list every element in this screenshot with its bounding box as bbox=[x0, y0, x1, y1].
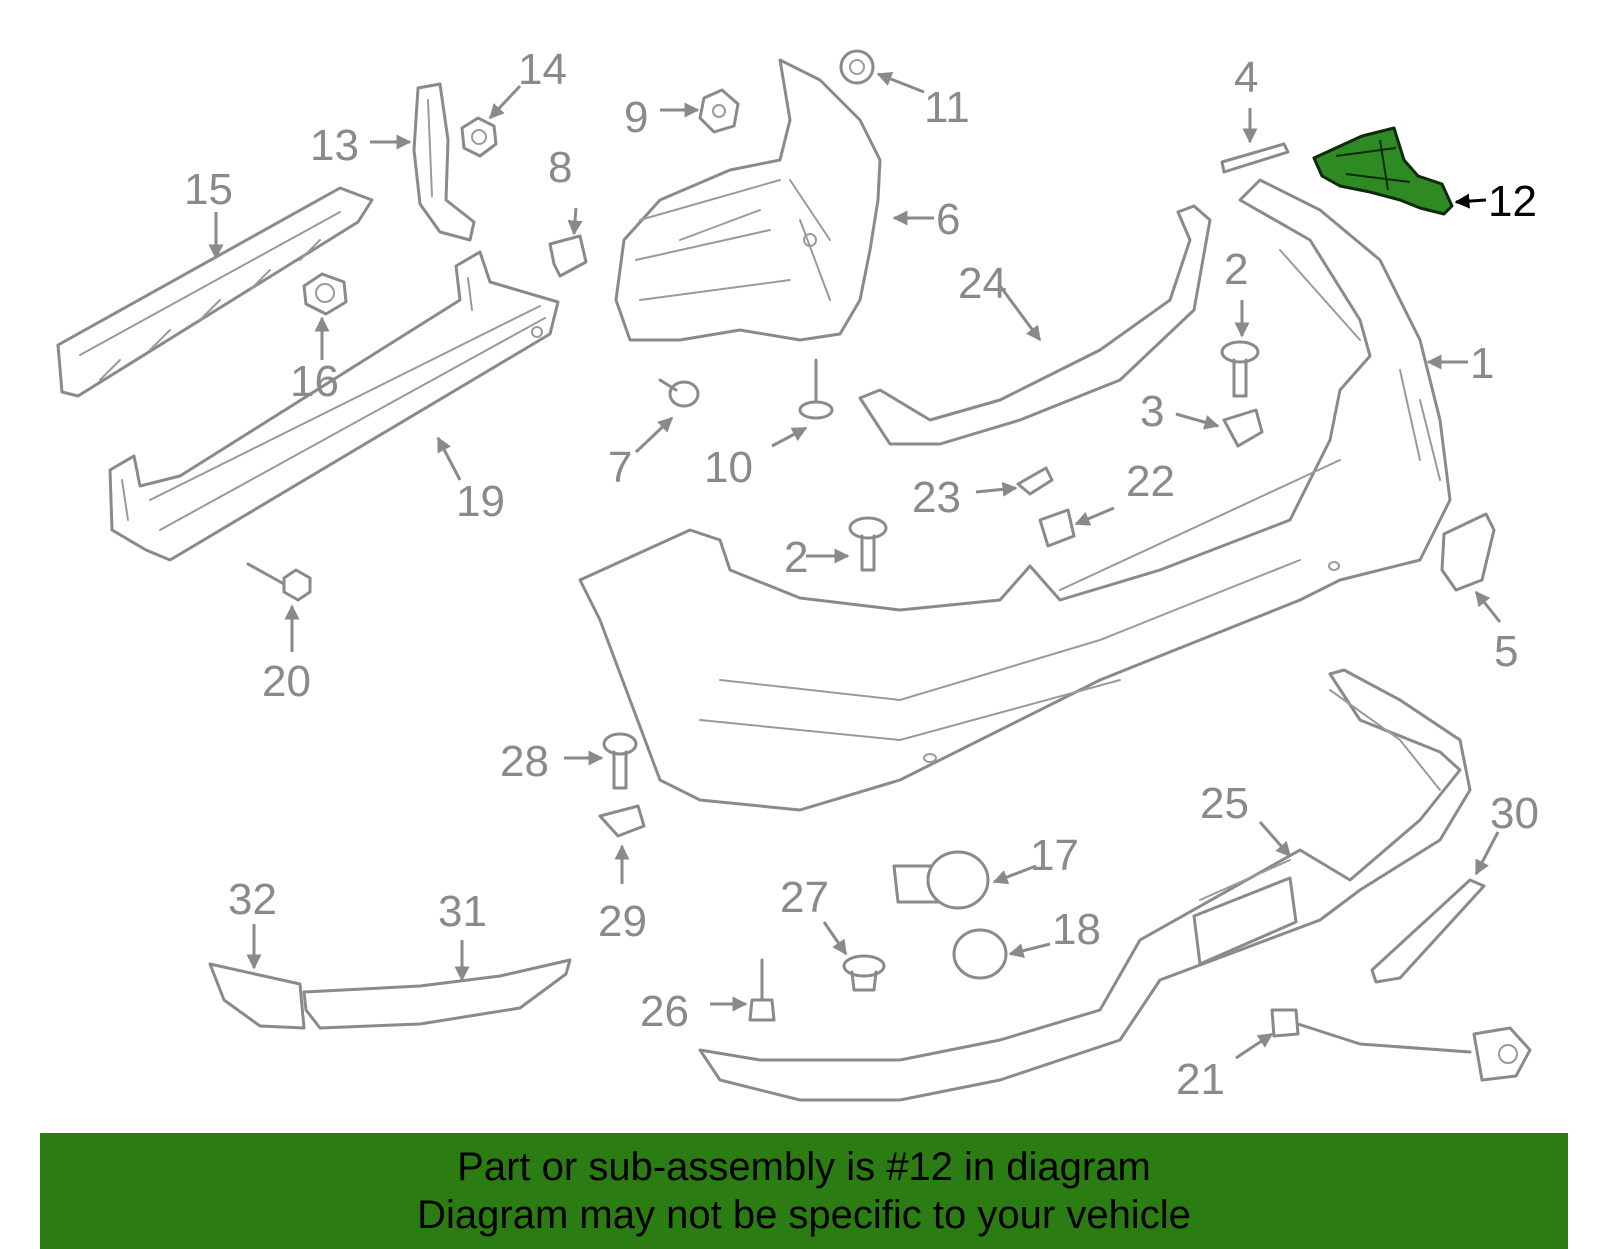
callout-20: 20 bbox=[262, 657, 311, 706]
part-17-sensor bbox=[892, 850, 990, 910]
callout-17: 17 bbox=[1030, 831, 1079, 880]
callout-2-lower: 2 bbox=[784, 533, 808, 582]
banner-line-disclaimer: Diagram may not be specific to your vehi… bbox=[417, 1193, 1191, 1237]
part-21-harness bbox=[1270, 1008, 1532, 1082]
part-2-screw-upper bbox=[1220, 340, 1260, 398]
callout-11: 11 bbox=[924, 83, 970, 132]
callout-15: 15 bbox=[184, 165, 233, 214]
callout-25: 25 bbox=[1200, 779, 1249, 828]
callout-4: 4 bbox=[1234, 53, 1258, 102]
part-23-clip bbox=[1016, 466, 1054, 496]
info-banner: Part or sub-assembly is #12 in diagram D… bbox=[40, 1133, 1568, 1249]
part-12-bracket-highlight bbox=[1312, 126, 1454, 216]
part-15-absorber bbox=[56, 186, 374, 398]
part-6-liner bbox=[614, 58, 882, 342]
callout-24: 24 bbox=[958, 259, 1007, 308]
callout-3: 3 bbox=[1140, 387, 1164, 436]
leader-lines bbox=[208, 71, 1502, 1060]
part-31-trim bbox=[302, 958, 572, 1030]
part-7-pin bbox=[658, 378, 700, 408]
part-30-trim bbox=[1370, 878, 1486, 984]
part-28-screw bbox=[602, 732, 638, 790]
part-5-reflector bbox=[1440, 512, 1496, 592]
part-13-bracket bbox=[412, 82, 476, 242]
callout-19: 19 bbox=[456, 477, 505, 526]
callout-9: 9 bbox=[624, 93, 648, 142]
callout-23: 23 bbox=[912, 473, 961, 522]
part-11-nut bbox=[839, 49, 875, 85]
callout-30: 30 bbox=[1490, 789, 1539, 838]
part-9-grommet bbox=[698, 88, 740, 134]
callout-29: 29 bbox=[598, 897, 647, 946]
callout-18: 18 bbox=[1052, 905, 1101, 954]
part-20-bolt bbox=[246, 562, 312, 602]
part-22-clip bbox=[1038, 508, 1076, 548]
part-2-screw-lower bbox=[848, 516, 888, 572]
callout-13: 13 bbox=[310, 121, 359, 170]
callout-10: 10 bbox=[704, 443, 753, 492]
callout-8: 8 bbox=[548, 143, 572, 192]
part-29-clip bbox=[598, 804, 646, 838]
part-25-valance bbox=[698, 668, 1472, 1102]
part-14-nut bbox=[460, 116, 498, 158]
callout-21: 21 bbox=[1176, 1055, 1225, 1104]
callout-28: 28 bbox=[500, 737, 549, 786]
part-8-clip bbox=[548, 234, 588, 278]
callout-1: 1 bbox=[1470, 339, 1494, 388]
part-18-sensor-ring bbox=[952, 928, 1008, 980]
callout-7: 7 bbox=[608, 443, 632, 492]
callout-16: 16 bbox=[290, 357, 339, 406]
callout-5: 5 bbox=[1494, 627, 1518, 676]
part-27-grommet bbox=[842, 954, 886, 992]
callout-2-upper: 2 bbox=[1224, 245, 1248, 294]
callout-22: 22 bbox=[1126, 457, 1175, 506]
part-32-trim bbox=[208, 962, 306, 1030]
part-1-bumper-cover bbox=[578, 178, 1452, 812]
callout-14: 14 bbox=[518, 45, 567, 94]
callout-31: 31 bbox=[438, 887, 487, 936]
banner-line-part: Part or sub-assembly is #12 in diagram bbox=[457, 1145, 1151, 1189]
part-10-screw bbox=[798, 358, 834, 420]
part-19-beam bbox=[108, 250, 560, 562]
part-26-stud bbox=[748, 958, 776, 1022]
part-4-strip bbox=[1220, 142, 1290, 174]
callout-labels: 1 2 3 4 5 6 7 8 9 10 11 12 13 14 15 16 1… bbox=[184, 45, 1539, 1104]
callout-27: 27 bbox=[780, 873, 829, 922]
part-24-rail bbox=[858, 204, 1212, 446]
callout-32: 32 bbox=[228, 875, 277, 924]
part-16-nut bbox=[302, 272, 348, 316]
part-3-clip bbox=[1222, 408, 1264, 448]
callout-12: 12 bbox=[1488, 177, 1537, 226]
callout-6: 6 bbox=[936, 195, 960, 244]
callout-26: 26 bbox=[640, 987, 689, 1036]
